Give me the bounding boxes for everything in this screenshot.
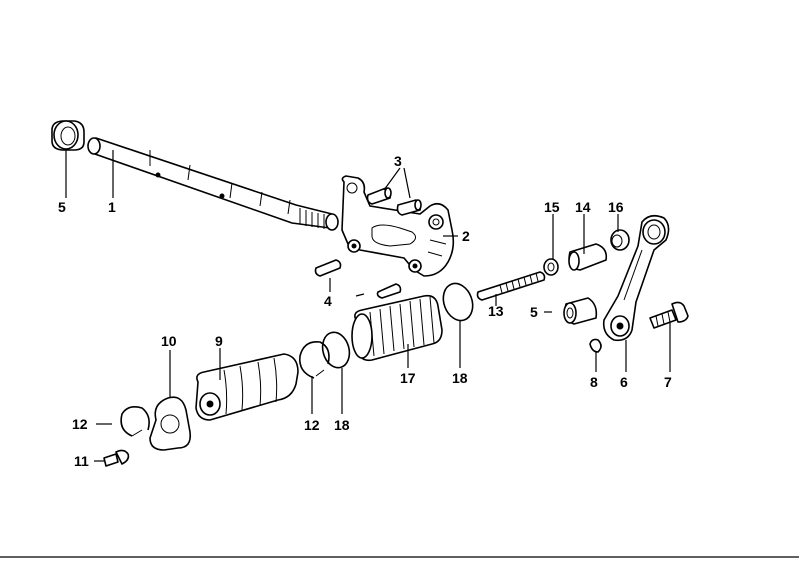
callout-11: 11: [74, 453, 89, 469]
pins-part-3: [366, 187, 422, 216]
callout-1: 1: [108, 199, 116, 215]
sleeve-part-14: [568, 243, 608, 271]
callout-12-upper: 12: [304, 417, 320, 433]
callout-4: 4: [324, 293, 332, 309]
shaft-part-1: [87, 137, 339, 231]
clip-part-8: [589, 338, 602, 353]
circlip-part-12-lower: [120, 406, 150, 437]
callout-16: 16: [608, 199, 624, 215]
callout-13: 13: [488, 303, 504, 319]
ring-part-18-upper: [442, 282, 474, 322]
callout-12-lower: 12: [72, 416, 88, 432]
bushing-part-5-left: [51, 120, 85, 151]
callout-15: 15: [544, 199, 560, 215]
callout-6: 6: [620, 374, 628, 390]
housing-part-9: [195, 353, 299, 421]
threaded-rod-part-13: [476, 271, 546, 301]
nut-part-15: [543, 258, 559, 276]
cap-part-16: [610, 229, 630, 251]
callout-3: 3: [394, 153, 402, 169]
callout-14: 14: [575, 199, 591, 215]
callout-7: 7: [664, 374, 672, 390]
callout-labels: 5 1 3 2 4 13 15 14 16 5 8 6 7 18 17 18 1…: [58, 153, 672, 469]
bolt-part-7: [649, 301, 689, 329]
bracket-part-2: [341, 175, 455, 277]
ring-part-18-lower: [321, 331, 351, 369]
callout-5-right: 5: [530, 304, 538, 320]
callout-2: 2: [462, 228, 470, 244]
callout-8: 8: [590, 374, 598, 390]
callout-10: 10: [161, 333, 177, 349]
callout-18-lower: 18: [334, 417, 350, 433]
bushing-part-5-right: [563, 297, 598, 325]
leader-lines: [65, 150, 671, 462]
callout-18-upper: 18: [452, 370, 468, 386]
lever-part-6: [602, 214, 670, 342]
plate-part-10: [149, 396, 192, 451]
callout-17: 17: [400, 370, 416, 386]
screw-part-11: [103, 449, 130, 467]
callout-5-left: 5: [58, 199, 66, 215]
pins-part-4: [314, 259, 402, 299]
boot-part-17: [351, 294, 443, 362]
circlip-part-12-upper: [298, 340, 330, 379]
callout-9: 9: [215, 333, 223, 349]
